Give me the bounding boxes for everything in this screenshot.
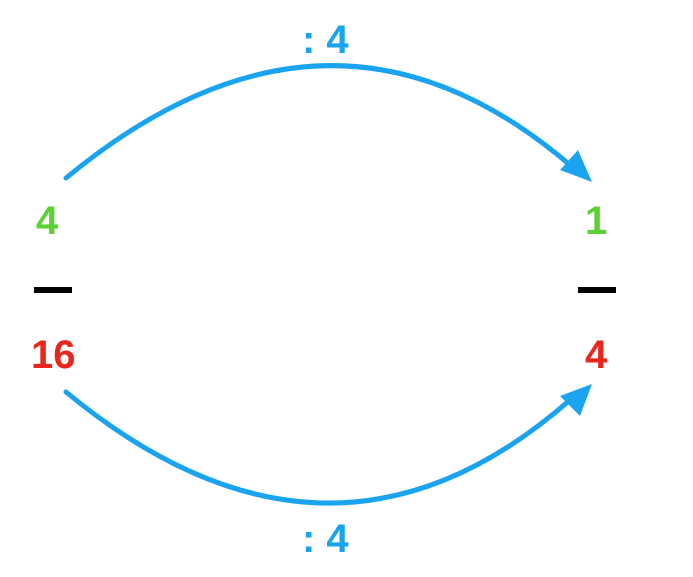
right-numerator: 1 [585, 199, 608, 243]
bottom-arrow [63, 389, 573, 506]
bottom-operation-label: : 4 [302, 517, 349, 561]
left-fraction-bar [34, 287, 72, 293]
right-fraction-bar [578, 287, 616, 293]
left-numerator: 4 [36, 199, 59, 243]
bottom-arrowhead [560, 384, 592, 416]
left-denominator: 16 [31, 333, 76, 377]
right-denominator: 4 [585, 333, 608, 377]
top-arrow [63, 63, 573, 181]
top-arrowhead [560, 150, 592, 182]
top-operation-label: : 4 [302, 18, 349, 62]
